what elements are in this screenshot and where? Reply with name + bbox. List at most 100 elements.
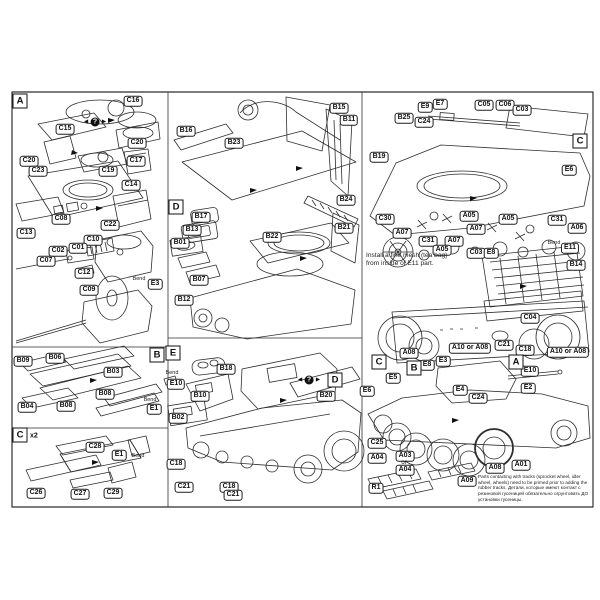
part-label-e11: E11 [560,242,580,254]
part-label-e6: E6 [359,385,375,397]
part-label-b06: B06 [45,352,65,364]
panel-c-art [25,435,151,489]
part-label-c21: C21 [494,339,514,351]
part-label-a07: A07 [466,223,486,235]
part-label-b12: B12 [174,294,194,306]
part-label-c09: C09 [79,284,99,296]
part-label-b23: B23 [224,137,244,149]
option-choice-icon: ◄?► [82,117,108,127]
part-label-e10: E10 [166,378,186,390]
tracks-note-en: Parts contacting with tracks (sprocket w… [478,474,588,491]
part-label-c20: C20 [19,155,39,167]
panel-b-art [19,345,163,417]
part-label-a04: A04 [395,464,415,476]
bend-label: Bend [143,397,157,403]
step-box-c: C [12,427,28,443]
mesh-note-line1: Install a fine mesh (tea bag) [366,252,448,259]
part-label-a04: A04 [367,452,387,464]
part-label-a06: A06 [567,222,587,234]
part-label-b02: B02 [168,412,188,424]
step-box-a: A [508,354,524,370]
part-label-b13: B13 [182,224,202,236]
part-label-e5: E5 [385,372,401,384]
part-label-b20: B20 [316,390,336,402]
part-label-c10: C10 [83,234,103,246]
part-label-a05: A05 [432,244,452,256]
part-label-a10-or-a08: A10 or A08 [546,346,590,358]
part-label-e8: E8 [483,247,499,259]
part-label-c26: C26 [26,487,46,499]
part-label-b17: B17 [191,211,211,223]
panel-d-art [169,207,360,340]
part-label-b09: B09 [13,355,33,367]
part-label-b03: B03 [103,366,123,378]
part-label-a08: A08 [485,462,505,474]
part-label-c02: C02 [48,245,68,257]
bend-label: Bend [131,453,145,459]
part-label-e1: E1 [111,449,127,461]
tracks-note: Parts contacting with tracks (sprocket w… [478,474,594,503]
part-label-b16: B16 [176,125,196,137]
part-label-c21: C21 [223,489,243,501]
arrow-left-icon: ◄ [82,118,90,126]
part-label-r1: R1 [368,482,384,494]
part-label-c17: C17 [126,155,146,167]
part-label-b18: B18 [216,363,236,375]
step-box-c: C [371,354,387,370]
mesh-note-line2: from inside of E11 part. [366,260,434,268]
part-label-e10: E10 [520,365,540,377]
or-label: or [401,460,407,466]
part-label-e3: E3 [147,278,163,290]
part-label-b19: B19 [369,151,389,163]
part-label-e9: E9 [417,101,433,113]
part-label-e7: E7 [432,98,448,110]
part-label-b08: B08 [56,400,76,412]
part-label-c04: C04 [520,312,540,324]
part-label-a07: A07 [444,235,464,247]
part-label-c12: C12 [74,267,94,279]
part-label-b22: B22 [262,231,282,243]
step-box-e: E [165,345,181,361]
step-box-d: D [168,199,184,215]
part-label-c16: C16 [123,95,143,107]
mesh-note: Install a fine mesh (tea bag) from insid… [366,252,456,269]
part-label-e1: E1 [146,403,162,415]
part-label-c20: C20 [127,137,147,149]
part-label-e6: E6 [561,164,577,176]
part-label-a09: A09 [457,475,477,487]
part-label-c15: C15 [55,123,75,135]
part-label-c07: C07 [36,255,56,267]
part-label-b04: B04 [17,401,37,413]
part-label-a03: A03 [395,450,415,462]
part-label-b11: B11 [339,114,359,126]
part-label-b10: B10 [190,390,210,402]
part-label-a05: A05 [498,213,518,225]
part-label-b15: B15 [329,102,349,114]
part-label-c05: C05 [474,99,494,111]
part-label-c25: C25 [367,437,387,449]
part-label-c30: C30 [375,213,395,225]
arrow-right-icon: ► [100,118,108,126]
panel-e-art [163,352,365,484]
part-label-c22: C22 [100,219,120,231]
option-choice-icon: ◄?► [297,375,321,385]
part-label-e2: E2 [520,382,536,394]
sheet-border [11,91,594,508]
part-label-c13: C13 [16,227,36,239]
part-label-c21: C21 [174,481,194,493]
part-label-c31: C31 [418,235,438,247]
part-label-c29: C29 [103,487,123,499]
part-label-a08: A08 [399,347,419,359]
question-icon: ? [304,375,314,385]
part-label-e3: E3 [435,355,451,367]
part-label-c01: C01 [68,242,88,254]
part-label-b25: B25 [394,112,414,124]
step-box-a: A [12,93,28,109]
part-label-b14: B14 [566,259,586,271]
part-label-c28: C28 [85,441,105,453]
part-label-c19: C19 [98,165,118,177]
part-label-c18: C18 [166,458,186,470]
step-box-b: B [149,347,165,363]
